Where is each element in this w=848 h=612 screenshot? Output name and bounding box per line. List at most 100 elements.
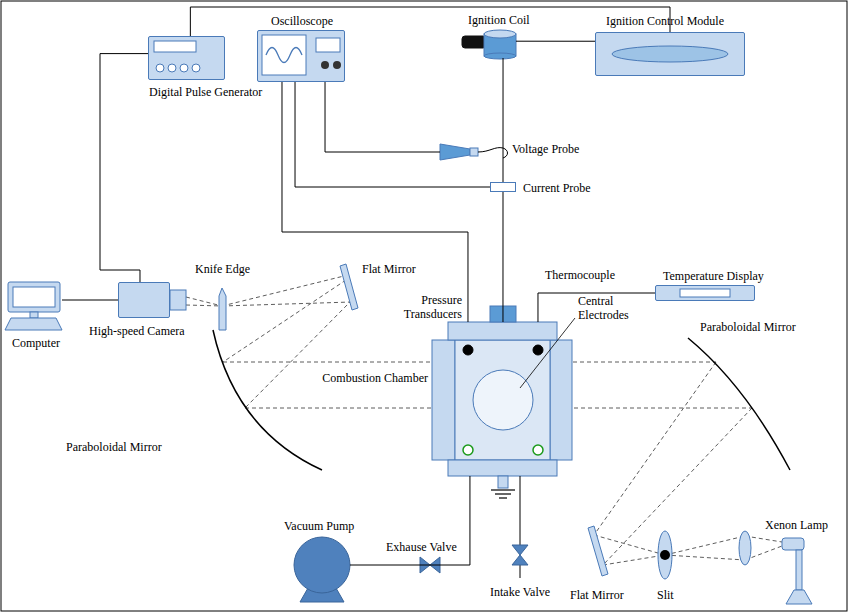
signal-wire <box>295 82 490 187</box>
part-label: Slit <box>657 588 674 602</box>
xenon-lamp-symbol <box>782 538 812 604</box>
flat-mirror <box>588 526 608 576</box>
combustion-chamber-body <box>432 340 455 460</box>
combustion-chamber-body <box>463 445 473 455</box>
control-module-box: Ignition Control Module <box>595 32 745 76</box>
voltage-probe-symbol <box>440 144 508 160</box>
instrument-detail <box>180 64 188 72</box>
ground-symbol <box>491 490 515 498</box>
intake-line <box>520 565 521 578</box>
pulse-generator-box: Digital Pulse Generator <box>148 36 225 80</box>
light-path <box>594 362 716 535</box>
light-path <box>223 280 346 362</box>
combustion-chamber: Combustion Chamber <box>432 322 572 476</box>
light-path <box>594 535 665 555</box>
xenon-lamp-symbol <box>786 590 812 604</box>
instrument-detail <box>612 46 728 62</box>
slit-symbol <box>660 550 670 560</box>
vacuum-pump-symbol <box>294 537 350 602</box>
node-label: Vacuum Pump <box>284 519 354 533</box>
signal-wire <box>350 476 470 565</box>
instrument-detail <box>168 64 176 72</box>
node-label: Ignition Coil <box>468 13 530 27</box>
ground-symbol <box>499 497 507 498</box>
paraboloidal-mirror <box>688 338 790 470</box>
light-path <box>665 536 745 555</box>
node-label: Oscilloscope <box>271 14 333 28</box>
slit-symbol <box>658 531 672 579</box>
combustion-chamber-body <box>473 370 533 430</box>
part-label: Flat Mirror <box>570 588 624 602</box>
flat-mirror <box>340 264 608 576</box>
part-label: Knife Edge <box>195 262 250 276</box>
signal-wire <box>538 293 655 322</box>
leader-line <box>520 318 575 388</box>
part-label: Paraboloidal Mirror <box>700 320 796 334</box>
flat-mirror <box>340 264 358 310</box>
light-path <box>186 276 782 565</box>
ignition-coil-symbol <box>462 36 486 48</box>
ignition-coil: Ignition Coil <box>462 30 516 58</box>
voltage-probe-symbol <box>470 148 478 156</box>
ignition-coil-symbol <box>484 53 516 59</box>
oscilloscope-box: Oscilloscope <box>257 30 345 82</box>
combustion-chamber-body <box>533 445 543 455</box>
light-path <box>222 276 344 306</box>
leader-line <box>520 318 575 388</box>
light-path <box>186 305 222 306</box>
combustion-chamber-body <box>455 340 550 460</box>
camera-lens <box>170 290 186 310</box>
instrument-detail <box>595 32 745 76</box>
instrument-detail <box>680 289 730 297</box>
part-label: Paraboloidal Mirror <box>66 440 162 454</box>
computer: Computer <box>5 282 62 330</box>
part-label: Flat Mirror <box>362 262 416 276</box>
camera-lens <box>170 290 186 310</box>
node-label: Combustion Chamber <box>322 371 428 385</box>
instrument-detail <box>192 64 200 72</box>
computer-symbol <box>13 287 55 307</box>
light-path <box>603 555 665 565</box>
knife-edge <box>219 288 226 330</box>
combustion-chamber-body <box>550 340 572 460</box>
light-path <box>603 408 752 565</box>
node-label: High-speed Camera <box>89 324 185 338</box>
part-label: Exhause Valve <box>386 540 457 554</box>
signal-wire <box>503 58 504 182</box>
signal-wire <box>100 54 148 282</box>
light-path <box>186 297 222 306</box>
instrument-detail <box>333 61 341 69</box>
instrument-detail <box>266 48 302 63</box>
computer-symbol <box>5 282 62 330</box>
ground-symbol <box>491 489 515 490</box>
instrument-detail <box>655 285 755 301</box>
ground-symbol <box>495 493 511 494</box>
lens-symbol <box>739 531 751 565</box>
signal-wire <box>325 82 440 152</box>
part-label: Pressure Transducers <box>392 293 462 321</box>
vacuum-pump: Vacuum Pump <box>294 537 350 593</box>
combustion-chamber-body <box>463 345 473 355</box>
slit-symbol <box>658 531 672 579</box>
instrument-detail <box>262 35 306 75</box>
voltage-probe: Voltage Probe <box>440 144 480 160</box>
signal-wire <box>282 82 468 322</box>
voltage-probe-symbol <box>440 144 470 160</box>
instrument-detail <box>148 36 225 80</box>
node-label: Computer <box>12 336 60 350</box>
current-probe: Current Probe <box>490 182 516 192</box>
computer-symbol <box>8 282 60 312</box>
computer-symbol <box>30 312 38 318</box>
lens-symbol <box>739 531 751 565</box>
instrument-detail <box>321 61 329 69</box>
paraboloidal-mirror <box>213 330 322 470</box>
instrument-detail <box>154 41 196 52</box>
paraboloidal-mirror <box>213 330 790 470</box>
node-label: Digital Pulse Generator <box>149 85 262 99</box>
combustion-chamber-body <box>448 322 557 340</box>
camera-box: High-speed Camera <box>118 282 170 318</box>
instrument-detail <box>316 38 340 52</box>
signal-wire <box>62 300 118 301</box>
